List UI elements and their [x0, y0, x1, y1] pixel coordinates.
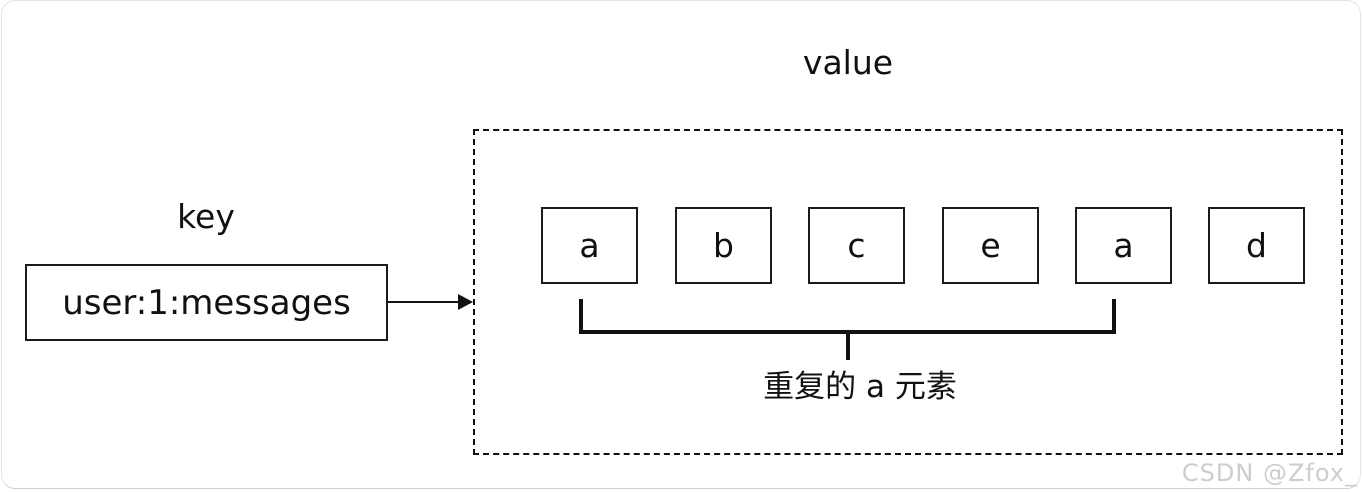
bracket-left-tick [579, 299, 583, 334]
value-container [473, 129, 1343, 455]
bracket-horizontal [579, 330, 1116, 334]
key-label: key [177, 197, 235, 236]
list-element-value: d [1246, 226, 1267, 265]
bracket-stem [846, 334, 850, 360]
key-box: user:1:messages [25, 264, 388, 341]
list-element-box: e [942, 207, 1039, 284]
list-element-box: c [808, 207, 905, 284]
duplicate-annotation: 重复的 a 元素 [763, 369, 957, 405]
list-element-value: a [1113, 226, 1134, 265]
watermark: CSDN @Zfox_ [1181, 459, 1358, 487]
list-element-value: b [713, 226, 734, 265]
arrow-line [388, 301, 459, 303]
key-box-text: user:1:messages [62, 282, 351, 323]
list-element-box: a [541, 207, 638, 284]
value-label: value [802, 43, 894, 82]
list-element-box: b [675, 207, 772, 284]
list-element-box: d [1208, 207, 1305, 284]
bracket-right-tick [1112, 299, 1116, 334]
list-element-value: c [847, 226, 866, 265]
list-element-value: a [579, 226, 600, 265]
arrow-head-icon [458, 294, 473, 310]
list-element-box: a [1075, 207, 1172, 284]
list-element-value: e [980, 226, 1001, 265]
